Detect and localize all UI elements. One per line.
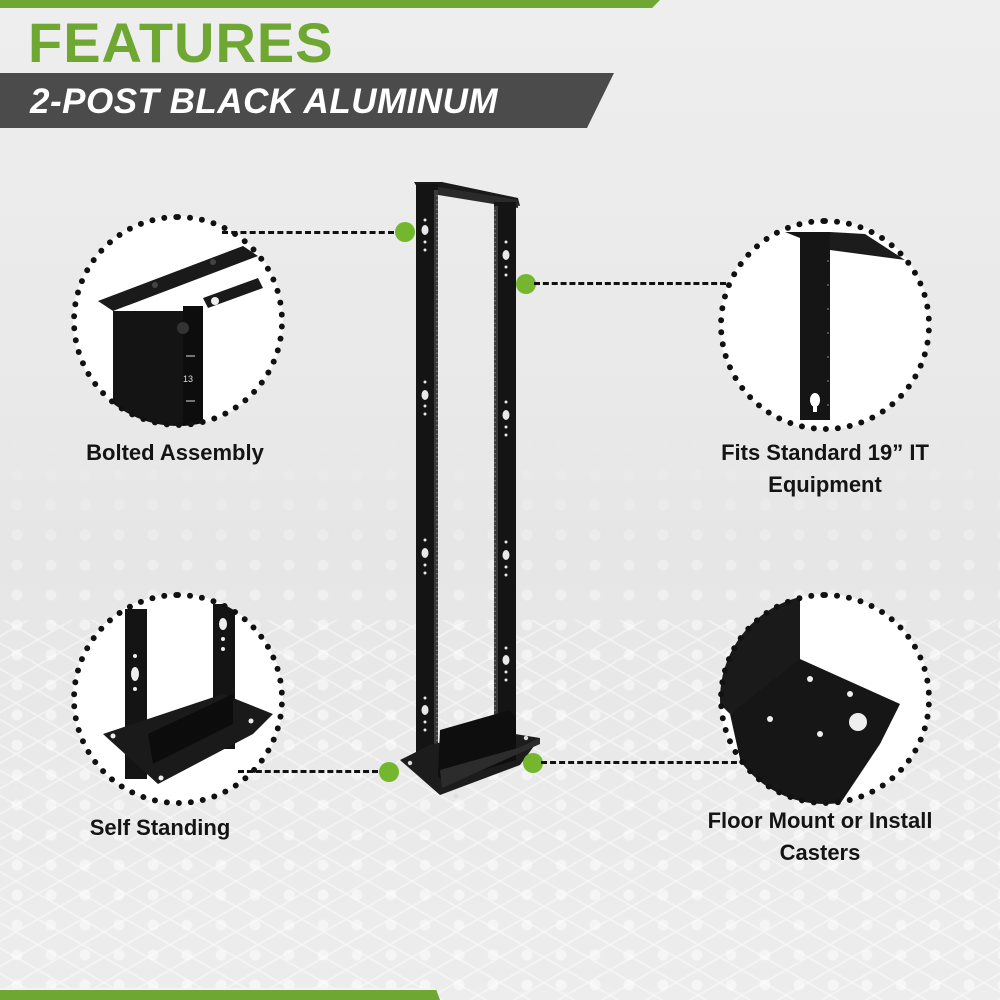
connector-line-floor-mount: [541, 761, 746, 764]
feature-label-floor-mount-line2: Casters: [779, 840, 861, 865]
subtitle-band: [0, 73, 614, 128]
page-subtitle: 2-POST BLACK ALUMINUM: [30, 82, 499, 121]
top-accent-bar: [0, 0, 660, 8]
connector-line-bolted-assembly: [222, 231, 394, 234]
connector-line-self-standing: [238, 770, 378, 773]
connector-line-fits-standard: [534, 282, 726, 285]
feature-label-fits-standard-line1: Fits Standard 19” IT: [721, 440, 929, 465]
feature-label-floor-mount-line1: Floor Mount or Install: [707, 808, 933, 833]
callout-ring-fits-standard: [718, 218, 932, 432]
connector-dot-bolted-assembly: [395, 222, 415, 242]
feature-label-fits-standard: Fits Standard 19” IT Equipment: [680, 437, 970, 501]
feature-label-fits-standard-line2: Equipment: [768, 472, 882, 497]
callout-ring-self-standing: [71, 592, 285, 806]
callout-ring-floor-mount: [718, 592, 932, 806]
feature-label-floor-mount: Floor Mount or Install Casters: [660, 805, 980, 869]
callout-ring-bolted-assembly: [71, 214, 285, 428]
rack-icon: [400, 182, 540, 799]
connector-dot-self-standing: [379, 762, 399, 782]
connector-dot-floor-mount: [523, 753, 543, 773]
feature-label-self-standing: Self Standing: [89, 815, 231, 840]
bottom-accent-bar: [0, 988, 440, 1000]
feature-label-bolted-assembly: Bolted Assembly: [86, 440, 264, 465]
connector-dot-fits-standard: [516, 274, 536, 294]
page-title: FEATURES: [28, 11, 334, 74]
rack-product-image: [380, 170, 560, 810]
